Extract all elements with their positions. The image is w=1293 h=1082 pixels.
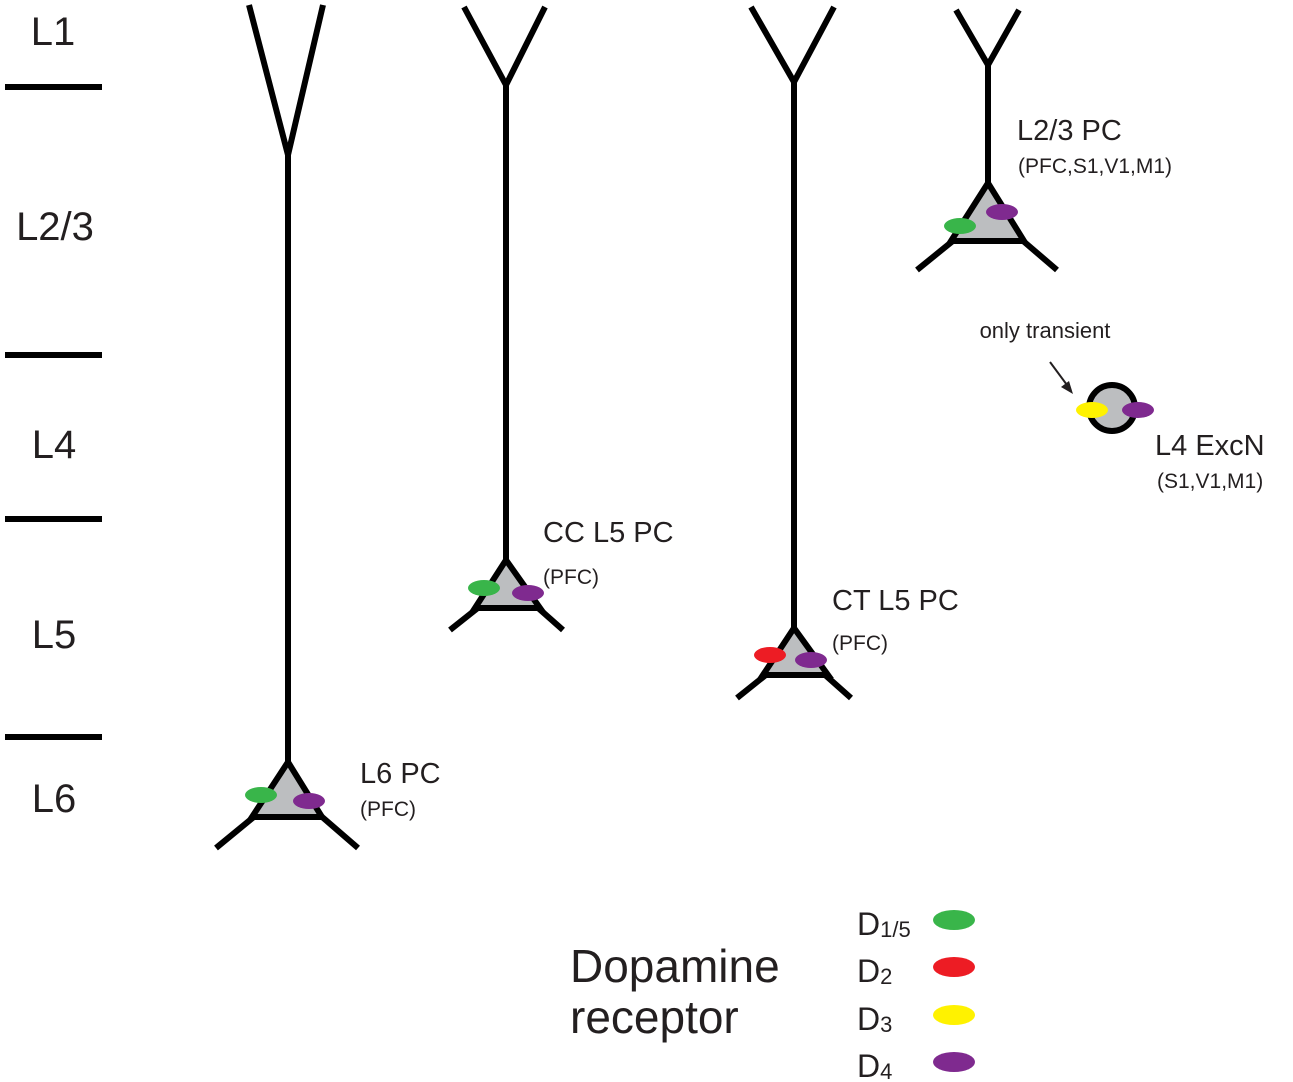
legend-title-line2: receptor (570, 991, 739, 1043)
receptor-d4 (795, 652, 827, 668)
neuron-ct-l5-pc: CT L5 PC (PFC) (735, 5, 959, 701)
legend: Dopamine receptor D1/5 D2 D3 D4 (570, 906, 975, 1082)
neuron-name: CT L5 PC (832, 585, 959, 617)
receptor-d15 (468, 580, 500, 596)
receptor-d3 (1076, 402, 1108, 418)
receptor-d2 (754, 647, 786, 663)
neuron-l6-pc: L6 PC (PFC) (214, 4, 441, 851)
receptor-d15 (245, 787, 277, 803)
legend-item-d3: D3 (857, 1001, 975, 1037)
neuron-l4-excn: only transient L4 ExcN (S1,V1,M1) (980, 318, 1265, 493)
basal-dendrite-left (915, 237, 956, 273)
receptor-d4 (986, 204, 1018, 220)
legend-item-d2: D2 (857, 953, 975, 989)
legend-swatch (933, 1005, 975, 1025)
receptor-d15 (944, 218, 976, 234)
neuron-region: (PFC) (832, 632, 888, 655)
neuron-region: (PFC) (360, 798, 416, 821)
layer-label-l23: L2/3 (16, 205, 94, 249)
neuron-name: L4 ExcN (1155, 430, 1265, 462)
layer-label-l1: L1 (31, 10, 76, 54)
neuron-region: (S1,V1,M1) (1157, 470, 1263, 493)
neuron-l23-pc: L2/3 PC (PFC,S1,V1,M1) (915, 8, 1172, 273)
neuron-region: (PFC) (543, 566, 599, 589)
receptor-d4 (293, 793, 325, 809)
legend-item-d15: D1/5 (857, 906, 975, 942)
layer-boundaries (5, 84, 102, 740)
legend-swatch (933, 910, 975, 930)
legend-item-d4: D4 (857, 1048, 975, 1082)
transient-note: only transient (980, 318, 1111, 343)
layer-label-l6: L6 (32, 777, 77, 821)
legend-item-label: D1/5 (857, 906, 911, 942)
legend-item-label: D2 (857, 953, 892, 989)
apical-tuft (461, 5, 548, 92)
apical-tuft (748, 5, 837, 89)
basal-dendrite-right (1020, 237, 1059, 273)
neuron-name: L2/3 PC (1017, 115, 1122, 147)
apical-tuft (953, 8, 1022, 72)
neuron-cc-l5-pc: CC L5 PC (PFC) (448, 5, 674, 633)
apical-tuft (246, 4, 326, 156)
receptor-d4 (1122, 402, 1154, 418)
neuron-name: CC L5 PC (543, 517, 674, 549)
legend-item-label: D4 (857, 1048, 892, 1082)
layer-label-l4: L4 (32, 423, 77, 467)
note-arrow-shaft (1049, 361, 1068, 386)
legend-swatch (933, 1052, 975, 1072)
neuron-region: (PFC,S1,V1,M1) (1018, 155, 1172, 178)
layer-label-l5: L5 (32, 613, 77, 657)
legend-item-label: D3 (857, 1001, 892, 1037)
neuron-name: L6 PC (360, 758, 441, 790)
legend-title-line1: Dopamine (570, 940, 780, 992)
legend-swatch (933, 957, 975, 977)
layer-labels: L1 L2/3 L4 L5 L6 (16, 10, 94, 821)
receptor-d4 (512, 585, 544, 601)
basal-dendrite-left (214, 813, 257, 851)
basal-dendrite-right (319, 813, 360, 851)
note-arrow-head (1061, 381, 1073, 394)
